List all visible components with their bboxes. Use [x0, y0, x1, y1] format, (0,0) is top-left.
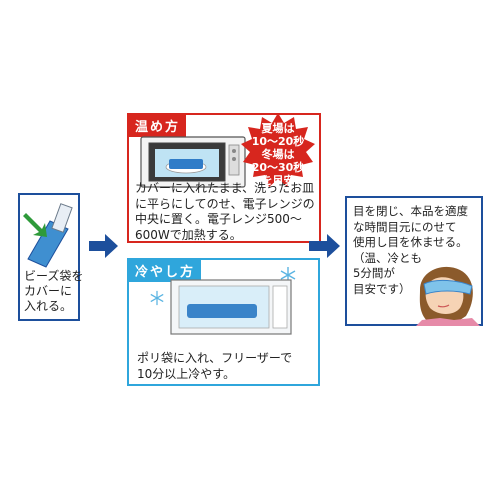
bead-bag-icon — [23, 203, 73, 268]
step3-text: 目を閉じ、本品を適度 な時間目元にのせて 使用し目を休ませる。 （温、冷とも 5… — [353, 204, 468, 296]
woman-eye-mask-icon — [416, 266, 480, 326]
cool-label: 冷やし方 — [129, 260, 202, 282]
step3-panel: 目を閉じ、本品を適度 な時間目元にのせて 使用し目を休ませる。 （温、冷とも 5… — [345, 196, 483, 326]
flow-arrow-2 — [309, 234, 340, 258]
snowflake-icon — [150, 290, 164, 306]
heat-text: カバーに入れたまま、洗ったお皿 に平らにしてのせ、電子レンジの 中央に置く。電子… — [135, 181, 315, 242]
time-burst-icon — [241, 113, 315, 187]
heat-label: 温め方 — [129, 115, 187, 137]
heat-panel: 温め方 夏場は 10～20秒 冬場は 20～30秒 を目安 カバーに入れたまま、… — [127, 113, 321, 243]
freezer-icon — [170, 279, 292, 335]
green-arrow-icon — [23, 213, 47, 237]
cool-panel: 冷やし方 ポリ袋に入れ、フリーザーで 10分以上冷やす。 — [127, 258, 320, 386]
cool-text: ポリ袋に入れ、フリーザーで 10分以上冷やす。 — [137, 351, 293, 381]
time-burst-text: 夏場は 10～20秒 冬場は 20～30秒 を目安 — [251, 122, 305, 187]
step1-panel: ビーズ袋を カバーに 入れる。 — [18, 193, 84, 321]
step1-text: ビーズ袋を カバーに 入れる。 — [24, 269, 84, 313]
flow-arrow-1 — [89, 234, 118, 258]
microwave-icon — [140, 136, 246, 188]
